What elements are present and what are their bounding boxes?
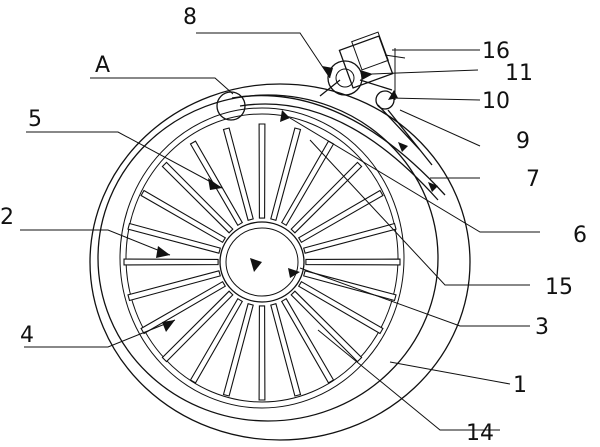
blade (258, 305, 266, 401)
outer-wheel (89, 83, 471, 441)
blade (303, 222, 397, 254)
label-8: 8 (183, 5, 197, 30)
blade (290, 290, 363, 363)
part-labels: 8 A 16 11 10 5 9 7 2 6 15 3 4 1 14 (0, 5, 587, 446)
blade (127, 222, 221, 254)
leader-lines (20, 32, 540, 431)
blade (297, 189, 384, 244)
label-2: 2 (0, 205, 14, 230)
blade (140, 189, 227, 244)
label-3: 3 (535, 315, 549, 340)
pin-circle (375, 90, 395, 110)
label-A: A (95, 53, 110, 78)
arrowheads (156, 66, 438, 332)
blade (258, 123, 266, 219)
blade (270, 127, 302, 221)
label-16: 16 (482, 39, 510, 64)
label-7: 7 (526, 167, 540, 192)
blade (222, 303, 254, 397)
blade (290, 161, 363, 234)
blade (140, 280, 227, 335)
blade (280, 297, 335, 384)
blade (270, 303, 302, 397)
top-mechanism (319, 31, 433, 166)
blade (189, 140, 244, 227)
blade (222, 127, 254, 221)
label-14: 14 (466, 421, 494, 446)
label-6: 6 (573, 223, 587, 248)
blade (123, 258, 219, 266)
label-15: 15 (545, 275, 573, 300)
blade (305, 258, 401, 266)
label-4: 4 (20, 323, 34, 348)
label-10: 10 (482, 89, 510, 114)
blade (189, 297, 244, 384)
arc-track (231, 94, 446, 201)
blade (161, 290, 234, 363)
label-5: 5 (28, 107, 42, 132)
label-9: 9 (516, 129, 530, 154)
label-11: 11 (505, 61, 533, 86)
blade (297, 280, 384, 335)
blade (161, 161, 234, 234)
blade (127, 270, 221, 302)
label-1: 1 (513, 373, 527, 398)
